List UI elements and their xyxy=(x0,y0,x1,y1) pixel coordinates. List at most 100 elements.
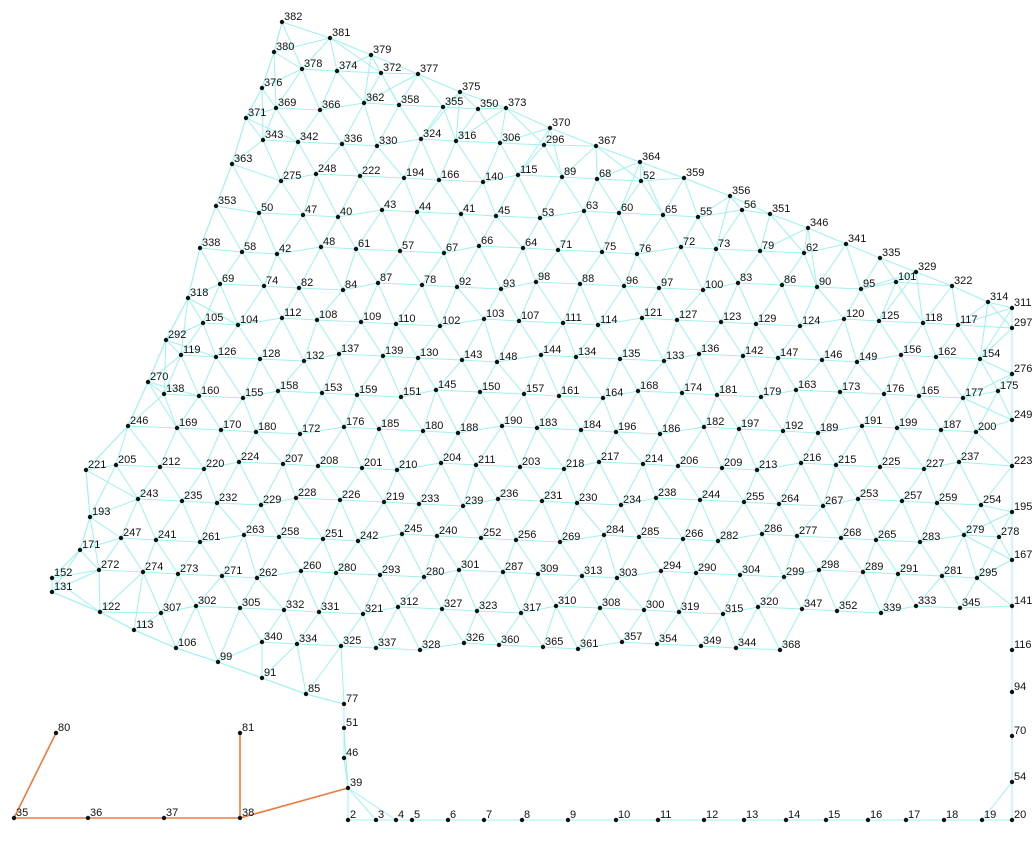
mesh-edge xyxy=(361,467,385,503)
mesh-edge xyxy=(518,320,564,324)
mesh-edge xyxy=(919,534,965,543)
node-label: 245 xyxy=(404,523,422,535)
mesh-edge xyxy=(682,499,701,540)
mesh-edge xyxy=(922,322,937,358)
node-label: 91 xyxy=(264,667,276,679)
node-label: 344 xyxy=(738,637,756,649)
node-label: 138 xyxy=(166,383,184,395)
mesh-edge xyxy=(219,251,243,285)
mesh-edge xyxy=(576,502,605,536)
mesh-edge xyxy=(278,536,302,572)
mesh-edge xyxy=(355,209,383,250)
mesh-edge xyxy=(577,607,601,650)
mesh-edge xyxy=(177,573,223,577)
mesh-edge xyxy=(443,213,462,254)
mesh-edge xyxy=(281,21,303,70)
mesh-edge xyxy=(239,577,258,609)
mesh-edge xyxy=(301,68,338,72)
mesh-edge xyxy=(681,392,705,428)
mesh-node xyxy=(497,140,503,146)
mesh-edge xyxy=(963,534,1000,538)
mesh-edge xyxy=(836,571,864,612)
node-label: 11 xyxy=(660,809,671,821)
mesh-node xyxy=(1009,305,1015,311)
mesh-edge xyxy=(79,537,122,551)
mesh-edge xyxy=(137,498,157,541)
mesh-edge xyxy=(483,318,498,363)
node-label: 301 xyxy=(461,559,479,571)
mesh-edge xyxy=(317,426,345,467)
node-label: 241 xyxy=(158,529,176,541)
mesh-edge xyxy=(562,283,581,324)
mesh-edge xyxy=(340,645,345,705)
node-label: 129 xyxy=(758,313,776,325)
mesh-edge xyxy=(656,643,702,647)
mesh-node xyxy=(995,388,1001,394)
mesh-edge xyxy=(299,433,319,467)
mesh-edge xyxy=(561,176,585,212)
node-label: 35 xyxy=(16,807,28,819)
mesh-edge xyxy=(342,282,379,291)
mesh-node xyxy=(1009,463,1015,469)
mesh-edge xyxy=(861,425,898,429)
mesh-edge xyxy=(417,357,463,361)
mesh-edge xyxy=(496,354,542,363)
mesh-node xyxy=(713,246,719,252)
mesh-node xyxy=(53,730,59,736)
node-label: 258 xyxy=(281,526,299,538)
mesh-edge xyxy=(822,505,842,539)
mesh-edge xyxy=(401,503,420,535)
mesh-edge xyxy=(245,107,277,119)
node-label: 336 xyxy=(344,133,362,145)
mesh-edge xyxy=(455,91,461,142)
mesh-edge xyxy=(677,426,705,467)
mesh-edge xyxy=(359,175,405,179)
node-label: 355 xyxy=(445,96,463,108)
node-label: 251 xyxy=(325,528,343,540)
mesh-edge xyxy=(401,533,438,537)
mesh-node xyxy=(456,567,462,573)
mesh-edge xyxy=(237,324,261,360)
node-label: 16 xyxy=(870,809,882,821)
node-label: 181 xyxy=(719,384,737,396)
mesh-edge xyxy=(399,250,445,254)
mesh-edge xyxy=(759,250,783,286)
mesh-edge xyxy=(180,354,217,358)
mesh-node xyxy=(237,815,243,821)
mesh-node xyxy=(395,604,401,610)
mesh-edge xyxy=(698,353,744,357)
mesh-edge xyxy=(337,216,357,250)
mesh-edge xyxy=(759,250,805,254)
mesh-node xyxy=(297,431,303,437)
mesh-edge xyxy=(817,425,863,434)
mesh-node xyxy=(801,250,807,256)
node-label: 332 xyxy=(286,599,304,611)
mesh-edge xyxy=(962,358,981,399)
mesh-edge xyxy=(676,319,700,355)
node-label: 206 xyxy=(680,455,698,467)
mesh-edge xyxy=(99,611,162,614)
mesh-node xyxy=(660,212,666,218)
mesh-edge xyxy=(716,394,762,398)
node-label: 320 xyxy=(760,596,778,608)
mesh-node xyxy=(460,503,466,509)
mesh-edge xyxy=(315,143,343,175)
mesh-edge xyxy=(277,390,301,435)
mesh-edge xyxy=(963,511,1013,536)
node-label: 354 xyxy=(659,633,677,645)
mesh-edge xyxy=(256,577,285,611)
mesh-edge xyxy=(536,427,565,470)
mesh-edge xyxy=(127,381,149,427)
mesh-edge xyxy=(558,356,577,397)
node-label: 4 xyxy=(398,809,404,821)
mesh-edge xyxy=(817,391,841,434)
node-label: 370 xyxy=(552,117,570,129)
mesh-edge xyxy=(281,287,300,319)
mesh-edge xyxy=(341,143,378,147)
mesh-edge xyxy=(220,429,240,463)
node-label: 287 xyxy=(505,561,523,573)
mesh-node xyxy=(337,497,343,503)
mesh-node xyxy=(877,255,883,261)
mesh-node xyxy=(680,536,686,542)
mesh-edge xyxy=(636,214,664,255)
